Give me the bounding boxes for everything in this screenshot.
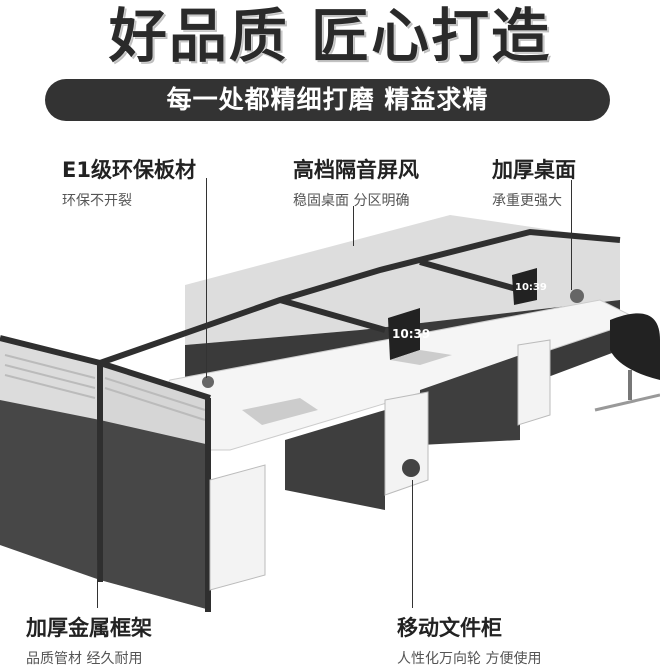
feature-frame: 加厚金属框架 品质管材 经久耐用 [26,616,152,667]
back-screen [185,215,620,345]
callout-line [353,206,354,246]
front-panel-left [0,400,100,580]
metal-frame [0,228,621,612]
laptop-clock: 10:39 [392,327,430,341]
laptop-clock-2: 10:39 [515,282,547,293]
front-panel-right [100,420,210,610]
feature-cabinet: 移动文件柜 人性化万向轮 方便使用 [397,616,542,667]
mobile-file-cabinet [209,339,551,591]
slogan-banner: 每一处都精细打磨 精益求精 [45,79,610,121]
laptop [242,268,537,425]
callout-line [206,178,207,378]
feature-screen: 高档隔音屏风 稳固桌面 分区明确 [293,158,419,209]
feature-desktop: 加厚桌面 承重更强大 [492,158,576,209]
office-chair [594,313,660,412]
callout-line [412,480,413,608]
headline: 好品质 匠心打造 [108,2,552,70]
callout-line [97,560,98,608]
callout-line [571,180,572,290]
feature-board: E1级环保板材 环保不开裂 [62,158,196,209]
